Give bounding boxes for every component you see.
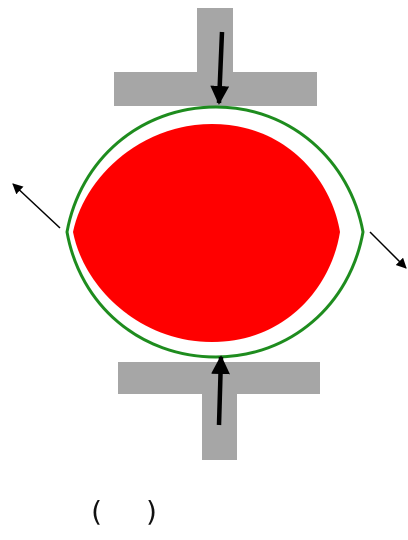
answer-blank-text: ( )	[91, 494, 165, 530]
arrow-down-icon	[219, 32, 222, 103]
top-clamp	[114, 8, 317, 106]
arrow-up-left-icon	[13, 184, 60, 228]
arrow-up-icon	[219, 357, 221, 425]
answer-blank: ( )	[0, 494, 408, 530]
arrow-down-right-icon	[370, 232, 406, 268]
top-clamp-plate	[114, 72, 317, 106]
top-clamp-stem	[197, 8, 233, 74]
